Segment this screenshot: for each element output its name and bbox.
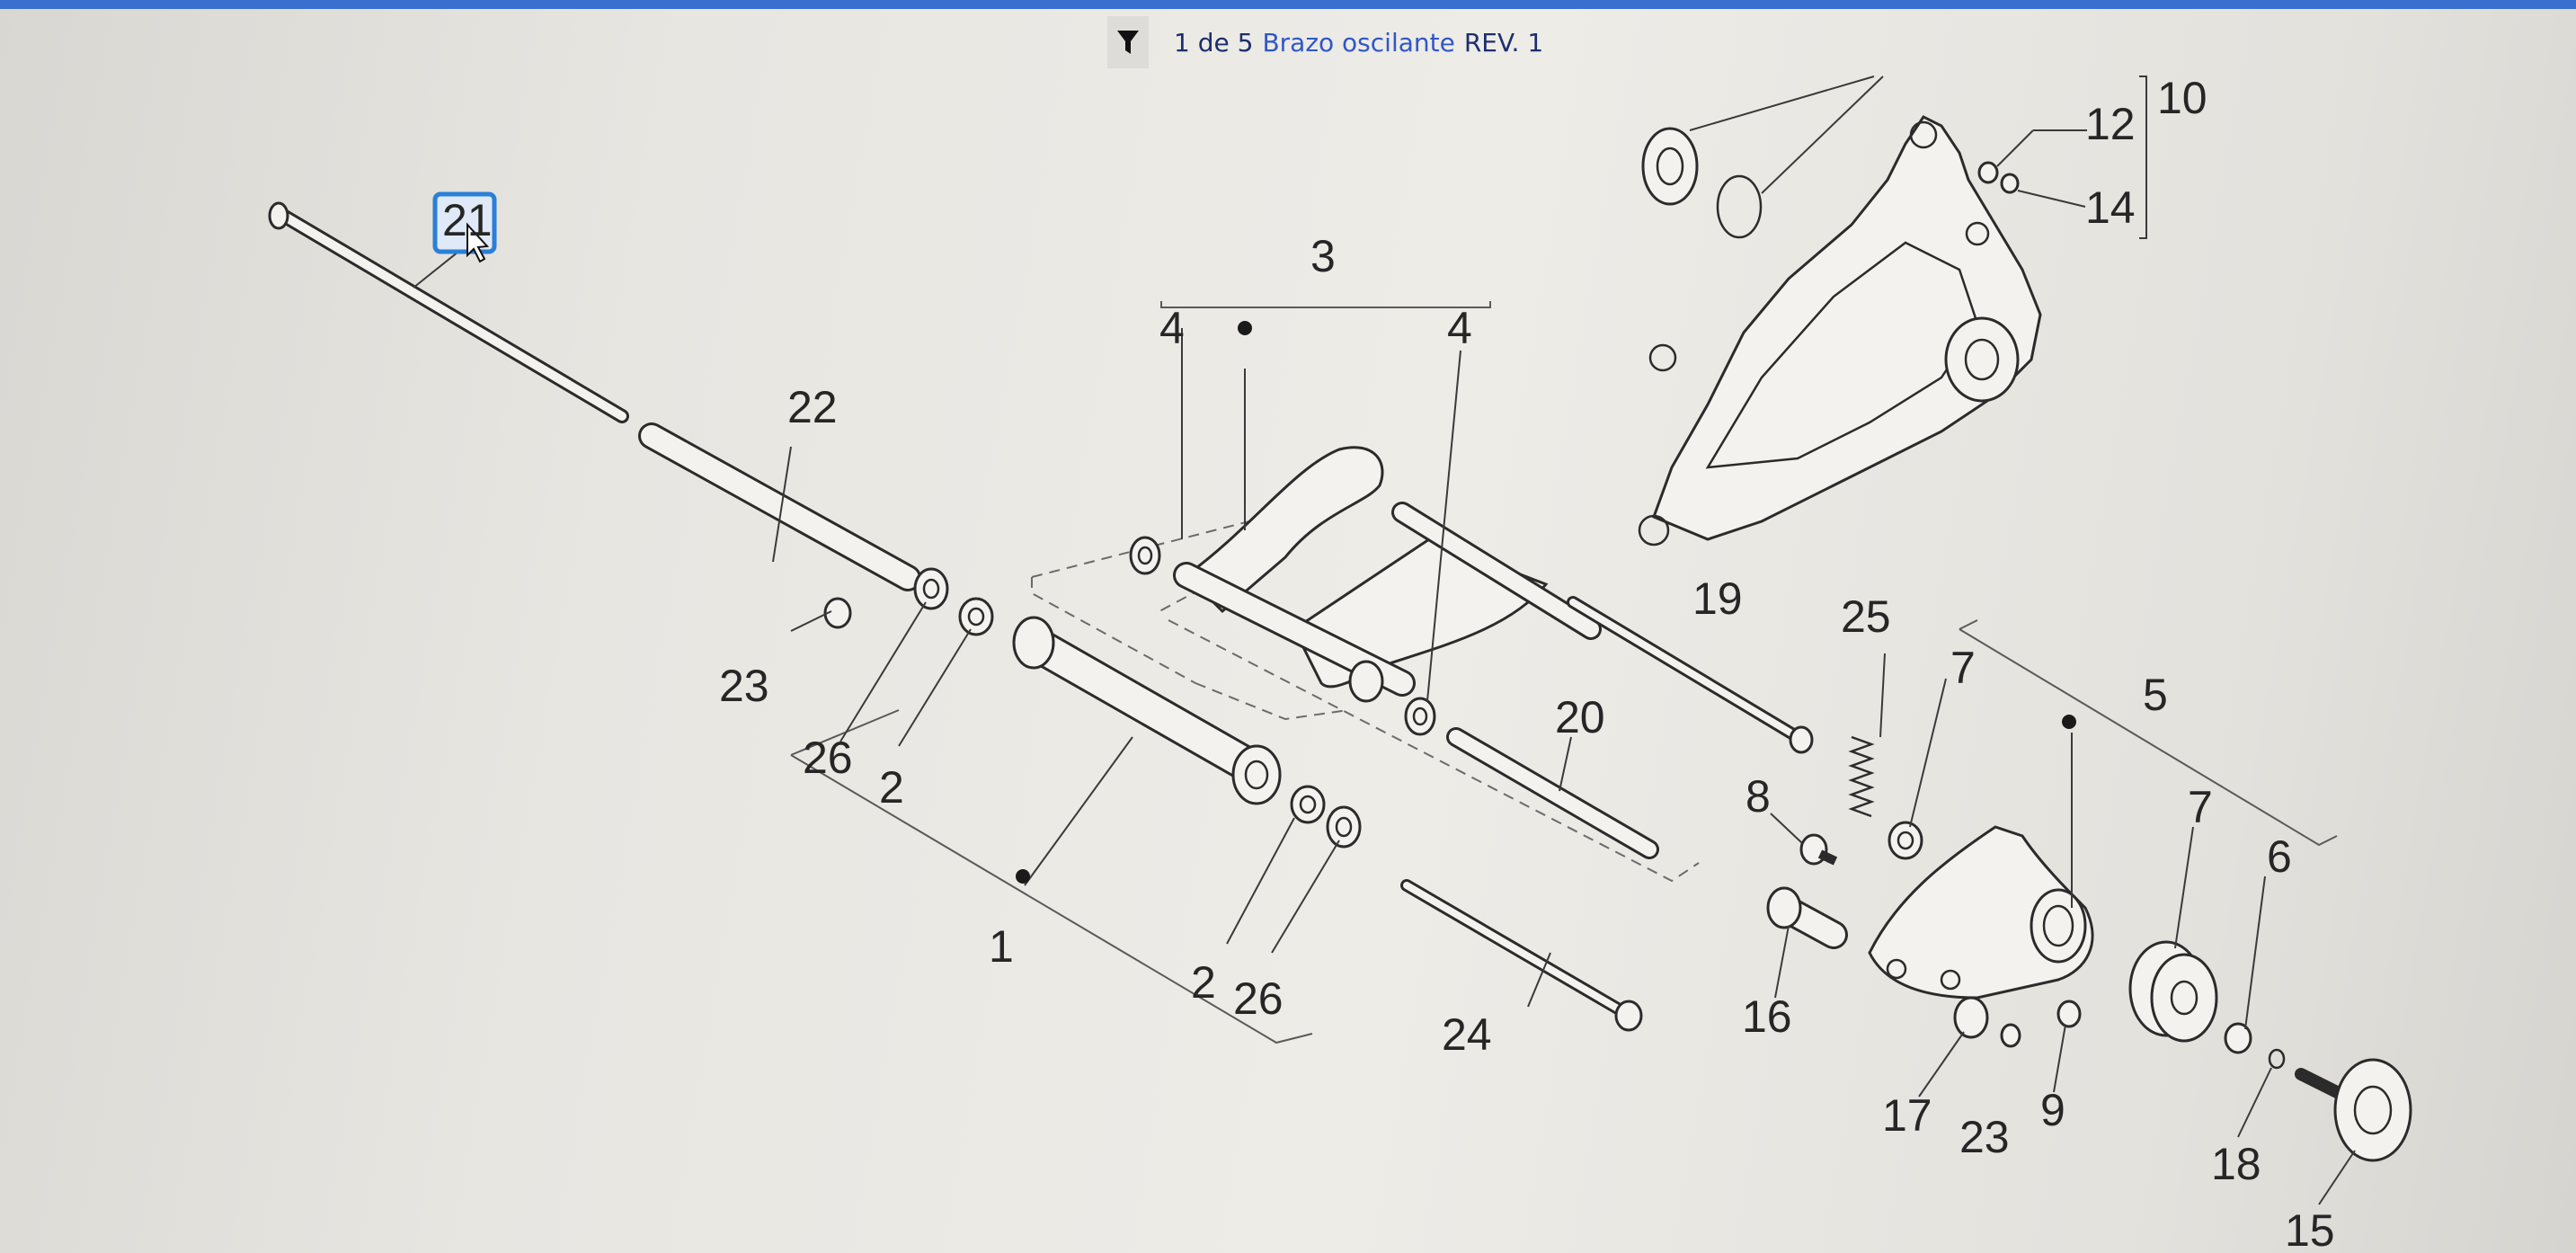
part-26-seal-right[interactable] [1326, 805, 1362, 849]
callout-14[interactable]: 14 [2085, 182, 2136, 233]
callout-3[interactable]: 3 [1310, 231, 1336, 281]
part-23-nut-lower[interactable] [2000, 1023, 2021, 1048]
callout-6[interactable]: 6 [2267, 831, 2292, 882]
callout-16[interactable]: 16 [1742, 991, 1792, 1042]
callout-25[interactable]: 25 [1841, 591, 1891, 642]
callout-1[interactable]: 1 [989, 921, 1014, 972]
callout-17[interactable]: 17 [1882, 1090, 1932, 1141]
part-5-bracket[interactable] [1868, 825, 2094, 1000]
callout-10[interactable]: 10 [2157, 73, 2207, 123]
leader-lines [413, 76, 2356, 1205]
callout-22[interactable]: 22 [787, 382, 838, 432]
part-23-nut-left[interactable] [823, 597, 852, 629]
part-19-bolt[interactable] [1567, 596, 1814, 754]
part-26-seal-left[interactable] [913, 567, 949, 610]
part-1-pivot-tube[interactable] [1012, 616, 1282, 805]
callout-4a[interactable]: 4 [1159, 303, 1185, 353]
callout-5[interactable]: 5 [2143, 670, 2168, 720]
callout-labels: 21 22 23 26 2 1 2 26 3 4 4 20 24 19 25 8… [442, 73, 2335, 1253]
callout-21[interactable]: 21 [442, 195, 493, 245]
part-4-bush-left[interactable] [1129, 536, 1161, 575]
callout-26a[interactable]: 26 [803, 733, 853, 783]
part-circlip-top[interactable] [1716, 174, 1763, 239]
part-7-roller[interactable] [2128, 940, 2218, 1043]
part-3-link-arm[interactable] [1173, 446, 1602, 703]
callout-18[interactable]: 18 [2211, 1139, 2261, 1189]
part-25-spring[interactable] [1848, 735, 1875, 818]
part-10-cover[interactable] [1638, 115, 2042, 547]
part-6-washer[interactable] [2224, 1022, 2252, 1054]
diagram-title[interactable]: Brazo oscilante [1262, 27, 1455, 58]
part-2-bushing-left[interactable] [958, 597, 994, 636]
callout-23a[interactable]: 23 [719, 661, 769, 711]
callout-23b[interactable]: 23 [1959, 1112, 2010, 1162]
part-12-washer[interactable] [1977, 161, 1999, 184]
part-4-bush-right[interactable] [1404, 697, 1436, 736]
part-2-bushing-right[interactable] [1290, 785, 1326, 824]
callout-12[interactable]: 12 [2085, 99, 2136, 149]
callout-8[interactable]: 8 [1745, 771, 1771, 822]
diagram-revision: REV. 1 [1463, 27, 1544, 58]
callout-15[interactable]: 15 [2285, 1205, 2335, 1253]
top-bar [0, 0, 2576, 9]
filter-button[interactable] [1107, 16, 1149, 68]
part-18-clip[interactable] [2268, 1048, 2286, 1070]
callout-2b[interactable]: 2 [1191, 957, 1216, 1008]
callout-26b[interactable]: 26 [1233, 973, 1284, 1024]
reference-dots [1016, 321, 2076, 884]
callout-7b[interactable]: 7 [2188, 782, 2213, 832]
part-15-pulley[interactable] [2295, 1058, 2412, 1162]
callout-24[interactable]: 24 [1442, 1009, 1492, 1060]
part-14-nut[interactable] [2000, 173, 2020, 194]
callout-19[interactable]: 19 [1692, 573, 1743, 624]
callout-9[interactable]: 9 [2040, 1085, 2065, 1135]
part-21-rod[interactable] [268, 201, 629, 423]
part-8-screw[interactable] [1799, 833, 1838, 866]
callout-4b[interactable]: 4 [1447, 303, 1472, 353]
hand-cursor-icon [466, 222, 490, 263]
part-16-spacer[interactable] [1766, 886, 1848, 949]
part-bearing-top[interactable] [1641, 127, 1699, 206]
part-9-nut[interactable] [2056, 1000, 2082, 1028]
part-24-bolt[interactable] [1400, 879, 1643, 1032]
filter-icon [1117, 31, 1139, 54]
part-22-tube[interactable] [638, 422, 921, 591]
part-7-bush-upper[interactable] [1888, 821, 1923, 860]
callout-7a[interactable]: 7 [1950, 643, 1976, 693]
assembly-outlines [790, 520, 2338, 1044]
callout-20[interactable]: 20 [1555, 692, 1605, 742]
part-20-pin[interactable] [1446, 727, 1659, 859]
callout-2a[interactable]: 2 [879, 762, 904, 813]
part-17-washer[interactable] [1953, 996, 1989, 1039]
diagram-header: 1 de 5 Brazo oscilante REV. 1 [1107, 16, 1552, 68]
page-counter: 1 de 5 [1174, 27, 1254, 58]
